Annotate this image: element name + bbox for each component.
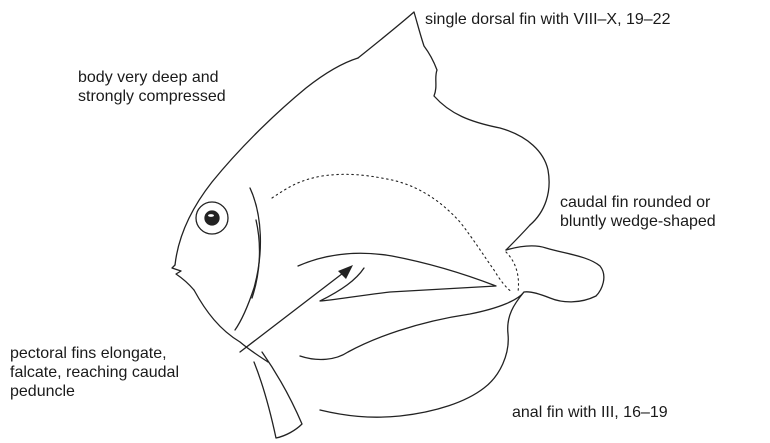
anal-fin-label: anal fin with III, 16–19	[512, 403, 668, 422]
lateral-line	[272, 174, 512, 292]
body-shape-label: body very deep and strongly compressed	[78, 68, 226, 106]
caudal-fin	[506, 246, 604, 302]
dorsal-fin	[358, 12, 549, 225]
pectoral-fin	[298, 253, 496, 301]
gill-cover	[235, 188, 260, 330]
mouth	[172, 265, 194, 290]
caudal-fin-label: caudal fin rounded or bluntly wedge-shap…	[560, 193, 716, 231]
body-outline-ventral	[194, 290, 268, 362]
pelvic-fin	[254, 352, 302, 438]
pectoral-fin-label: pectoral fins elongate, falcate, reachin…	[10, 344, 179, 401]
anal-fin	[300, 292, 524, 417]
eye-inner	[205, 211, 219, 225]
dorsal-fin-label: single dorsal fin with VIII–X, 19–22	[425, 10, 670, 29]
